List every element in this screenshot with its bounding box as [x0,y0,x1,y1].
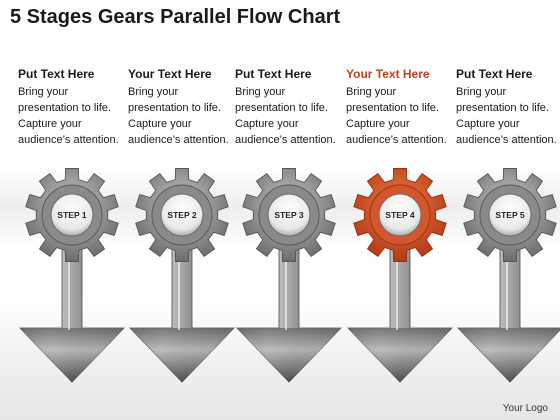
arrow-head [237,328,341,382]
stage-heading: Your Text Here [346,67,430,81]
step-label: STEP 4 [385,210,414,220]
arrow-head [20,328,124,382]
step-label: STEP 5 [495,210,524,220]
stage-heading: Put Text Here [18,67,95,81]
stage-1: Put Text Here Bring your presentation to… [18,0,128,420]
gear-arrow-graphic: STEP 1 [19,168,125,383]
gear-arrow-graphic: STEP 5 [457,168,560,383]
step-label: STEP 3 [274,210,303,220]
stage-description: Bring your presentation to life. Capture… [346,86,447,146]
stage-heading: Put Text Here [456,67,533,81]
page-title: 5 Stages Gears Parallel Flow Chart [10,6,341,28]
arrow-head [348,328,452,382]
arrow-head [458,328,560,382]
gear-hub [378,193,422,237]
arrow-head [130,328,234,382]
stage-description: Bring your presentation to life. Capture… [456,86,557,146]
step-label: STEP 2 [167,210,196,220]
gear-hub [267,193,311,237]
gear-arrow-graphic: STEP 3 [236,168,342,383]
stage-heading: Put Text Here [235,67,312,81]
stage-2: Your Text Here Bring your presentation t… [128,0,238,420]
logo-placeholder: Your Logo [502,403,548,414]
stage-description: Bring your presentation to life. Capture… [18,86,119,146]
gear-arrow-graphic: STEP 2 [129,168,235,383]
stage-description: Bring your presentation to life. Capture… [128,86,229,146]
gear-arrow-graphic: STEP 4 [347,168,453,383]
step-label: STEP 1 [57,210,86,220]
gear-hub [50,193,94,237]
gear-hub [488,193,532,237]
stage-description: Bring your presentation to life. Capture… [235,86,336,146]
stage-heading: Your Text Here [128,67,212,81]
stage-4: Your Text Here Bring your presentation t… [346,0,456,420]
stage-3: Put Text Here Bring your presentation to… [235,0,345,420]
gear-hub [160,193,204,237]
stage-5: Put Text Here Bring your presentation to… [456,0,560,420]
